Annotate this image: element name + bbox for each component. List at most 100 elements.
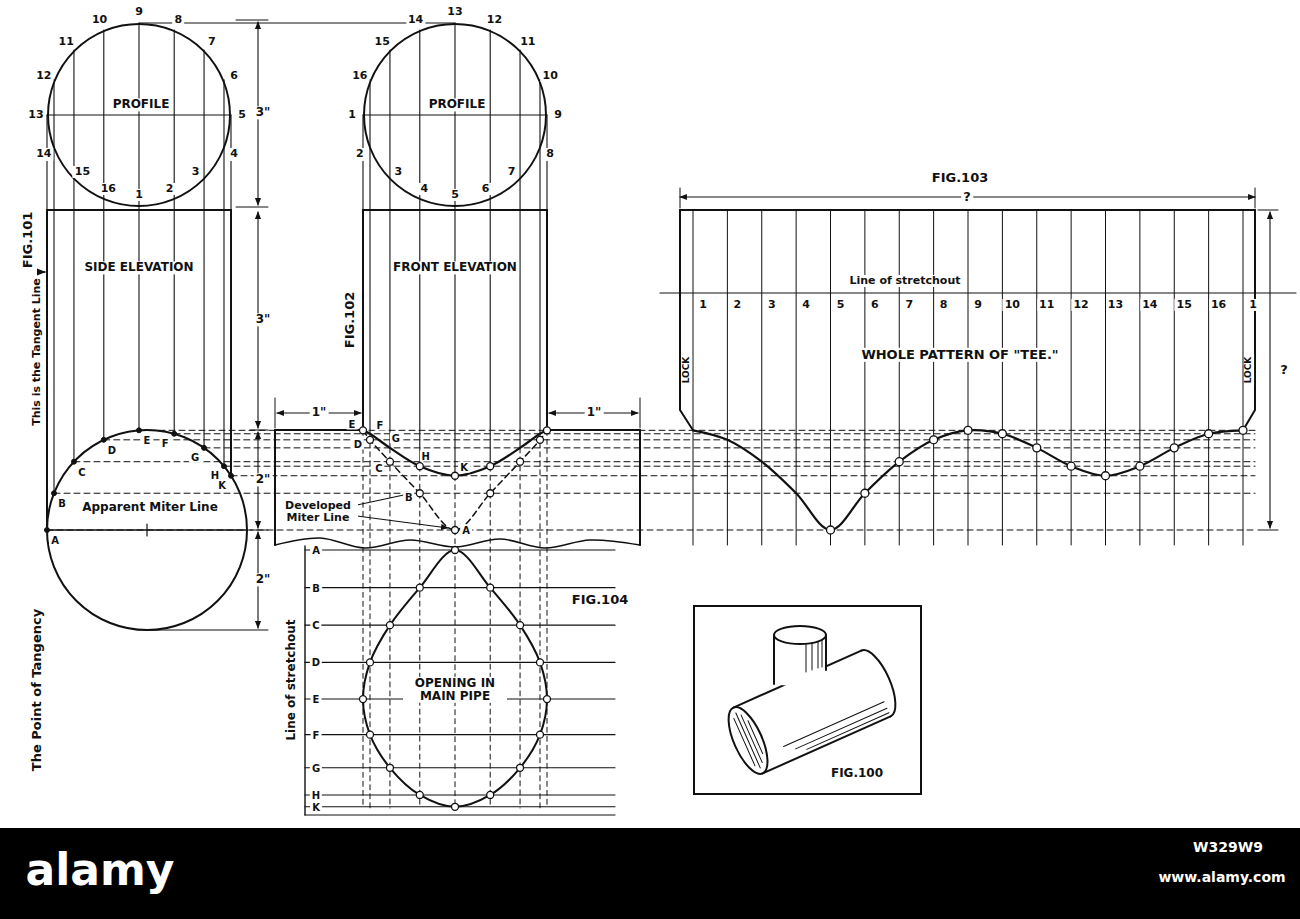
point-marker xyxy=(137,428,142,433)
pipe-outline xyxy=(547,429,640,431)
point-marker xyxy=(487,490,494,497)
stretchout-letter: C xyxy=(310,620,321,631)
branch-side xyxy=(825,635,827,670)
stretchout-letter: A xyxy=(310,545,322,556)
stretchout-line xyxy=(1174,210,1175,545)
projection-line xyxy=(369,80,370,434)
dimension: 1" xyxy=(310,406,329,419)
line-label: Apparent Miter Line xyxy=(80,501,220,514)
division-number: 12 xyxy=(485,14,504,26)
division-number: 5 xyxy=(449,189,461,201)
division-number: 13 xyxy=(26,109,45,121)
branch-fill xyxy=(774,635,826,685)
projection-dashed xyxy=(490,466,491,808)
stretchout-number: 10 xyxy=(1003,299,1022,311)
projection-dashed xyxy=(419,466,420,808)
dimension: 2" xyxy=(254,473,273,486)
division-number: 11 xyxy=(57,36,76,48)
division-number: 4 xyxy=(228,148,240,160)
point-marker xyxy=(367,436,374,443)
projection-line xyxy=(419,30,420,466)
projection-line xyxy=(230,115,231,476)
stretchout-line xyxy=(305,587,615,588)
projection-line xyxy=(362,115,363,430)
point-letter: K xyxy=(458,461,470,472)
figure-frame: FIG.100 xyxy=(693,605,922,795)
division-number: 8 xyxy=(544,148,556,160)
point-letter: G xyxy=(390,432,402,443)
pipe-outline xyxy=(230,210,232,476)
division-number: 12 xyxy=(34,70,53,82)
division-number: 10 xyxy=(541,70,560,82)
leader-arrow xyxy=(357,516,448,528)
stretchout-line xyxy=(660,292,1296,293)
extension-line xyxy=(236,20,268,21)
division-number: 11 xyxy=(518,36,537,48)
division-number: 8 xyxy=(173,14,185,26)
watermark: W329W9 xyxy=(1193,840,1263,855)
point-marker xyxy=(452,527,459,534)
extension-line xyxy=(236,207,268,208)
stretchout-line xyxy=(968,210,969,545)
note: This is the Tangent Line xyxy=(31,278,43,426)
pipe-outline xyxy=(46,210,48,530)
dimension: 3" xyxy=(254,106,273,119)
dimension: 3" xyxy=(254,313,273,326)
point-marker xyxy=(964,426,972,434)
front-elevation: FRONT ELEVATION xyxy=(363,210,547,430)
stretchout-line xyxy=(305,625,615,626)
projection-dashed xyxy=(104,439,1255,440)
point-letter: F xyxy=(375,419,386,430)
projection-line xyxy=(53,80,54,493)
point-marker xyxy=(536,659,543,666)
point-marker xyxy=(360,696,367,703)
projection-dashed xyxy=(455,476,456,808)
stretchout-line xyxy=(305,794,615,795)
point-marker xyxy=(544,696,551,703)
division-number: 6 xyxy=(228,70,240,82)
division-number: 10 xyxy=(90,14,109,26)
point-marker xyxy=(487,463,494,470)
line-label: Line of stretchout xyxy=(285,619,298,740)
point-marker xyxy=(52,491,57,496)
shading xyxy=(784,702,889,758)
shading xyxy=(822,640,823,667)
division-number: 1 xyxy=(133,189,145,201)
division-number: 7 xyxy=(206,36,218,48)
watermark: alamy xyxy=(26,846,175,894)
point-marker xyxy=(416,791,423,798)
projection-line xyxy=(204,50,205,448)
point-letter: F xyxy=(160,437,171,448)
point-marker xyxy=(386,458,393,465)
point-marker xyxy=(229,473,234,478)
pattern-curve xyxy=(693,430,1243,530)
division-number: 15 xyxy=(373,36,392,48)
profile-circle: PROFILE xyxy=(47,23,231,207)
division-number: 3 xyxy=(393,166,405,178)
figure-number: FIG.101 xyxy=(21,212,35,268)
projection-dashed xyxy=(74,461,1255,462)
point-marker xyxy=(367,659,374,666)
stretchout-number: 13 xyxy=(1106,299,1125,311)
extension-line xyxy=(1258,210,1278,211)
figure-number: FIG.103 xyxy=(932,171,988,185)
point-marker xyxy=(386,764,393,771)
division-number: 4 xyxy=(419,183,431,195)
point-marker xyxy=(536,731,543,738)
stretchout-number: 14 xyxy=(1140,299,1159,311)
division-number: 14 xyxy=(34,148,53,160)
projection-line xyxy=(546,115,547,430)
point-marker xyxy=(544,427,551,434)
projection-line xyxy=(520,50,521,448)
extension-line xyxy=(1258,530,1278,531)
division-number: 2 xyxy=(354,148,366,160)
miter-line xyxy=(363,430,547,475)
pipe-outline xyxy=(546,210,548,430)
point-marker xyxy=(1239,426,1247,434)
pipe-outline xyxy=(363,209,547,211)
stretchout-line xyxy=(761,210,762,545)
stretchout-number: 6 xyxy=(869,299,881,311)
stretchout-number: 3 xyxy=(766,299,778,311)
stretchout-number: 2 xyxy=(732,299,744,311)
line-label: Line of stretchout xyxy=(847,275,962,287)
